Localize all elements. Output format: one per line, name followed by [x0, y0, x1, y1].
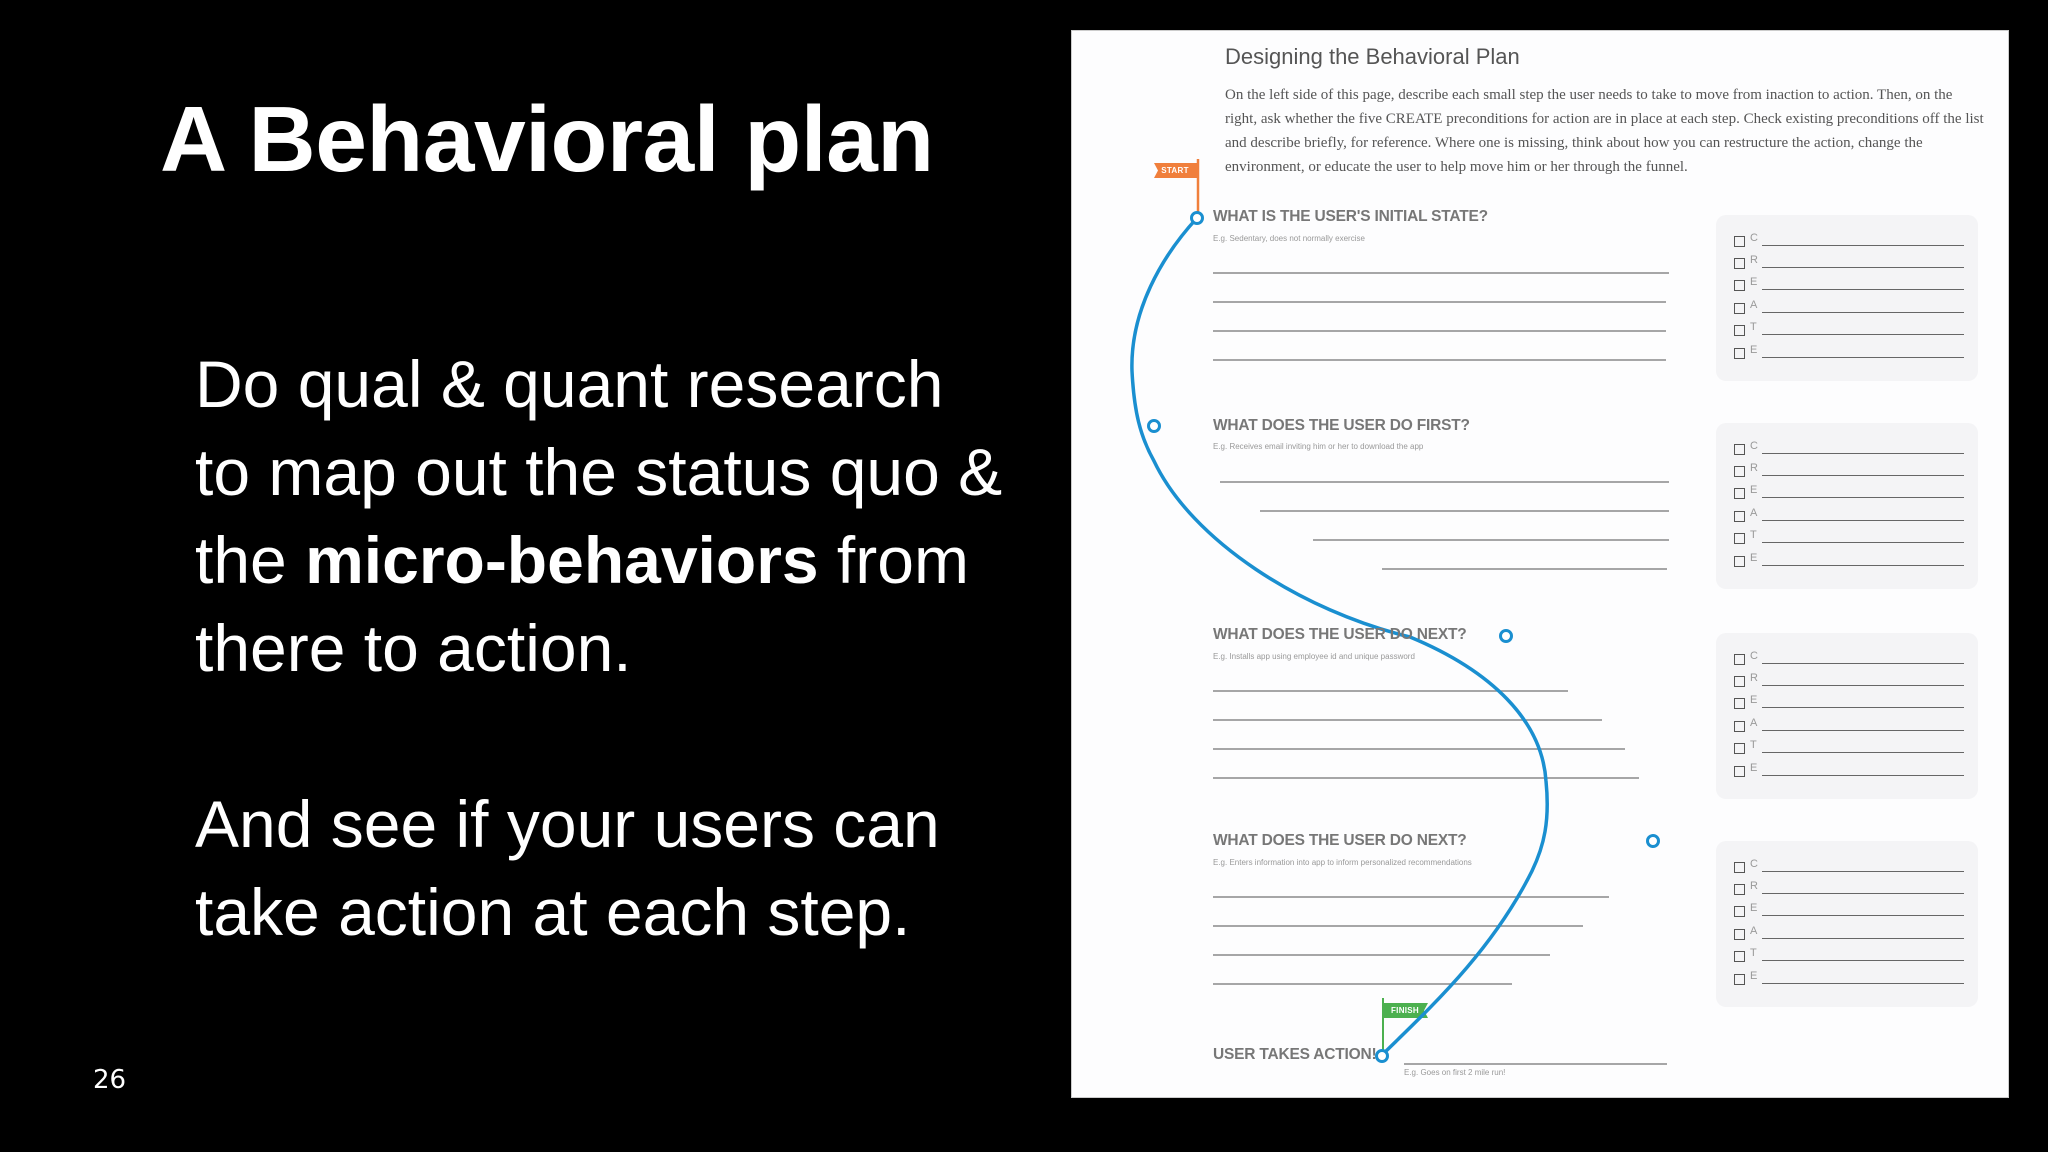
step-1-title: WHAT IS THE USER'S INITIAL STATE?: [1213, 208, 1488, 225]
create-checklist-1: C R E A T E: [1716, 215, 1978, 381]
final-step-title: USER TAKES ACTION!: [1213, 1046, 1377, 1063]
checkbox[interactable]: [1734, 676, 1745, 687]
create-checklist-2: C R E A T E: [1716, 423, 1978, 589]
create-row: C: [1734, 857, 1964, 879]
checkbox[interactable]: [1734, 325, 1745, 336]
start-flag-label: START: [1161, 166, 1189, 175]
step-4-example: E.g. Enters information into app to info…: [1213, 858, 1472, 867]
create-row: T: [1734, 738, 1964, 760]
worksheet-intro: On the left side of this page, describe …: [1225, 87, 1984, 175]
body-paragraph-1: Do qual & quant research to map out the …: [195, 340, 1015, 692]
checkbox[interactable]: [1734, 698, 1745, 709]
create-row: T: [1734, 320, 1964, 342]
answer-lines: [1213, 272, 1669, 1065]
create-row: R: [1734, 671, 1964, 693]
checkbox[interactable]: [1734, 721, 1745, 732]
checkbox[interactable]: [1734, 766, 1745, 777]
checkbox[interactable]: [1734, 236, 1745, 247]
checkbox[interactable]: [1734, 280, 1745, 291]
create-row: E: [1734, 551, 1964, 573]
create-row: E: [1734, 969, 1964, 991]
worksheet-graphics: [1130, 159, 1669, 1065]
path-nodes: [1147, 211, 1660, 1063]
create-row: R: [1734, 461, 1964, 483]
worksheet-title: Designing the Behavioral Plan: [1225, 44, 1520, 69]
step-2-title: WHAT DOES THE USER DO FIRST?: [1213, 417, 1470, 434]
create-row: A: [1734, 716, 1964, 738]
create-row: A: [1734, 924, 1964, 946]
finish-flag-label: FINISH: [1390, 1006, 1420, 1015]
checkbox[interactable]: [1734, 862, 1745, 873]
checkbox[interactable]: [1734, 974, 1745, 985]
create-row: E: [1734, 483, 1964, 505]
step-3-example: E.g. Installs app using employee id and …: [1213, 652, 1415, 661]
create-row: A: [1734, 506, 1964, 528]
checkbox[interactable]: [1734, 258, 1745, 269]
checkbox[interactable]: [1734, 929, 1745, 940]
checkbox[interactable]: [1734, 511, 1745, 522]
slide-body: Do qual & quant research to map out the …: [195, 340, 1015, 956]
checkbox[interactable]: [1734, 488, 1745, 499]
checkbox[interactable]: [1734, 951, 1745, 962]
create-row: E: [1734, 901, 1964, 923]
checkbox[interactable]: [1734, 444, 1745, 455]
create-checklist-4: C R E A T E: [1716, 841, 1978, 1007]
checkbox[interactable]: [1734, 303, 1745, 314]
create-row: A: [1734, 298, 1964, 320]
checkbox[interactable]: [1734, 654, 1745, 665]
create-row: E: [1734, 275, 1964, 297]
page-number: 26: [93, 1065, 127, 1095]
create-checklist-3: C R E A T E: [1716, 633, 1978, 799]
start-flag-icon: [1154, 159, 1200, 218]
create-row: C: [1734, 439, 1964, 461]
body-paragraph-2: And see if your users can take action at…: [195, 787, 940, 949]
finish-flag-icon: [1382, 998, 1428, 1055]
checkbox[interactable]: [1734, 466, 1745, 477]
create-row: E: [1734, 343, 1964, 365]
body-text: Do qual & quant research to map out the …: [195, 347, 1003, 597]
create-row: R: [1734, 879, 1964, 901]
final-step-example: E.g. Goes on first 2 mile run!: [1404, 1068, 1506, 1077]
funnel-path: [1130, 216, 1549, 1057]
step-4-title: WHAT DOES THE USER DO NEXT?: [1213, 832, 1467, 849]
create-row: T: [1734, 528, 1964, 550]
behavioral-plan-worksheet: Designing the Behavioral Plan On the lef…: [1072, 31, 2008, 1097]
checkbox[interactable]: [1734, 884, 1745, 895]
body-bold-text: micro-behaviors: [305, 523, 819, 597]
checkbox[interactable]: [1734, 533, 1745, 544]
step-3-title: WHAT DOES THE USER DO NEXT?: [1213, 626, 1467, 643]
create-row: R: [1734, 253, 1964, 275]
checkbox[interactable]: [1734, 906, 1745, 917]
slide-title: A Behavioral plan: [160, 87, 934, 191]
body-text: from there to action.: [195, 523, 969, 685]
create-row: C: [1734, 231, 1964, 253]
create-row: T: [1734, 946, 1964, 968]
step-2-example: E.g. Receives email inviting him or her …: [1213, 442, 1424, 451]
step-1-example: E.g. Sedentary, does not normally exerci…: [1213, 234, 1365, 243]
create-row: E: [1734, 693, 1964, 715]
checkbox[interactable]: [1734, 556, 1745, 567]
checkbox[interactable]: [1734, 743, 1745, 754]
checkbox[interactable]: [1734, 348, 1745, 359]
create-row: E: [1734, 761, 1964, 783]
create-row: C: [1734, 649, 1964, 671]
